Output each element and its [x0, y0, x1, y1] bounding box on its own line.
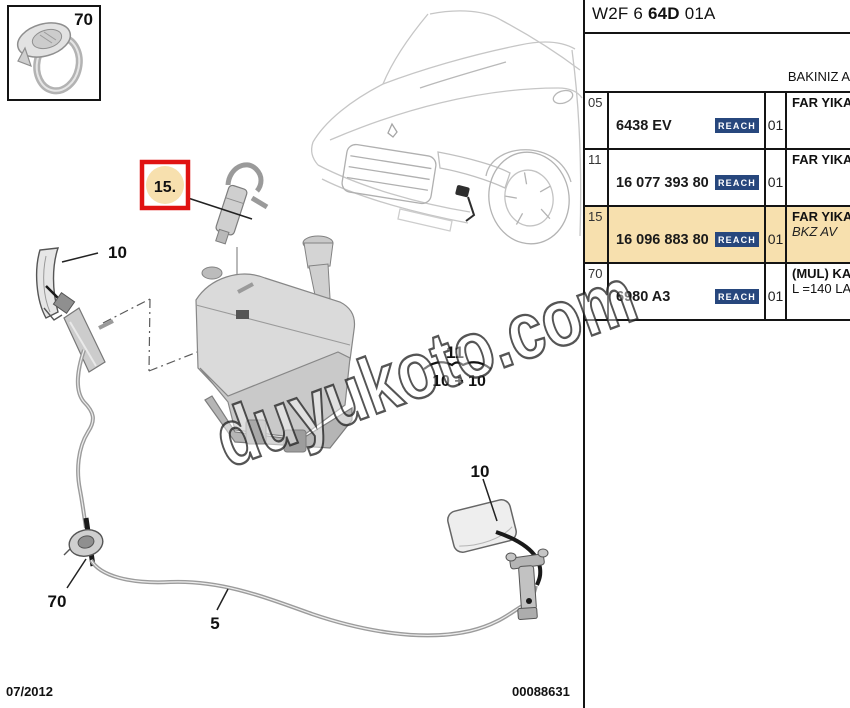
reach-badge[interactable]: REACH — [714, 175, 759, 190]
hose-grommet-drawing — [63, 529, 104, 557]
right-jet-drawing — [495, 530, 549, 620]
parts-table-panel: W2F 6 64D 01A BAKINIZ A 05 6438 EV REACH… — [583, 0, 850, 708]
table-row-11[interactable]: 11 16 077 393 80 REACH 01 FAR YIKA — [585, 150, 850, 207]
reservoir-label-sticker — [236, 310, 249, 319]
row-description: FAR YIKA — [792, 152, 850, 167]
left-cover-drawing — [35, 247, 63, 321]
row-description: FAR YIKA — [792, 209, 850, 224]
row-description-note: L =140 LA — [792, 281, 850, 296]
callout-left-cover-10: 10 — [108, 243, 127, 262]
jet-location-marker — [455, 185, 476, 222]
row-description: FAR YIKA — [792, 95, 850, 110]
row-qty: 01 — [766, 93, 787, 148]
callout-10-plus-10: 10 + 10 — [432, 373, 486, 390]
hose-drawing — [76, 349, 538, 638]
callout-hose-5: 5 — [210, 614, 219, 633]
part-number: 6980 A3 — [616, 288, 671, 305]
callout-grommet-70: 70 — [48, 592, 67, 611]
see-also-note: BAKINIZ A — [585, 34, 850, 93]
detail-box-70: 70 — [7, 5, 101, 101]
edition-date: 07/2012 — [6, 684, 53, 699]
row-qty: 01 — [766, 150, 787, 205]
grommet-detail-drawing — [16, 22, 83, 95]
reservoir-drawing — [195, 235, 356, 453]
row-pos: 11 — [585, 150, 609, 205]
reach-badge[interactable]: REACH — [714, 118, 759, 133]
table-row-70[interactable]: 70 6980 A3 REACH 01 (MUL) KA L =140 LA — [585, 264, 850, 321]
row-qty: 01 — [766, 264, 787, 319]
part-number: 6438 EV — [616, 117, 672, 134]
part-number: 16 096 883 80 — [616, 231, 709, 248]
catalog-reference: W2F 6 64D 01A — [585, 0, 850, 34]
leader-lines — [61, 197, 498, 611]
document-number: 00088631 — [512, 684, 570, 699]
table-row-15-selected[interactable]: 15 16 096 883 80 REACH 01 FAR YIKA BKZ A… — [585, 207, 850, 264]
side-mirror — [552, 89, 574, 105]
ref-prefix: W2F 6 — [592, 4, 648, 23]
brace-11 — [423, 361, 492, 370]
callout-box-70: 70 — [74, 10, 93, 29]
part-number: 16 077 393 80 — [616, 174, 709, 191]
callout-11: 11 — [446, 343, 464, 362]
row-pos: 05 — [585, 93, 609, 148]
washer-pump-drawing — [215, 162, 269, 245]
ref-code: 64D — [648, 4, 680, 23]
car-illustration — [311, 10, 583, 245]
reach-badge[interactable]: REACH — [714, 232, 759, 247]
row-description-note: BKZ AV — [792, 224, 838, 239]
table-row-05[interactable]: 05 6438 EV REACH 01 FAR YIKA — [585, 93, 850, 150]
callout-right-cover-10: 10 — [471, 462, 490, 481]
row-qty: 01 — [766, 207, 787, 262]
brand-badge — [387, 122, 398, 138]
hotspot-15[interactable]: 15. — [139, 159, 191, 211]
row-pos: 15 — [585, 207, 609, 262]
right-cover-drawing — [447, 499, 517, 553]
row-description: (MUL) KA — [792, 266, 850, 281]
row-pos: 70 — [585, 264, 609, 319]
left-jet-drawing — [45, 285, 114, 373]
ref-suffix: 01A — [679, 4, 716, 23]
callout-15: 15. — [154, 179, 176, 196]
reach-badge[interactable]: REACH — [714, 289, 759, 304]
